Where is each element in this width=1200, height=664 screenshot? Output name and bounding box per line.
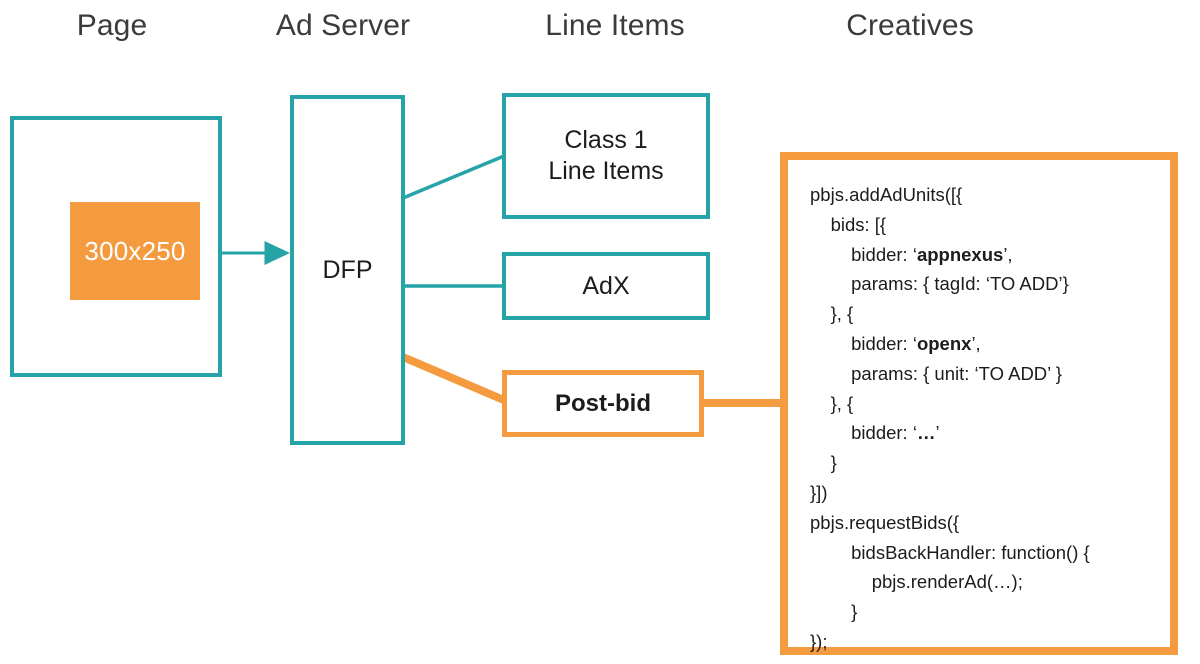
column-header-creatives: Creatives	[846, 9, 974, 42]
code-token: bids: [{	[830, 213, 887, 235]
line-item-box-post-bid: Post-bid	[502, 370, 704, 437]
column-header-ad-server: Ad Server	[275, 9, 411, 42]
code-line: pbjs.requestBids({	[810, 508, 1164, 538]
code-token: pbjs.requestBids({	[810, 511, 960, 533]
code-token: }	[851, 601, 858, 623]
code-token: }])	[810, 481, 828, 503]
code-token: params: { tagId: ‘TO ADD’}	[851, 273, 1069, 295]
code-line: pbjs.addAdUnits([{	[810, 180, 1164, 210]
code-line: bidder: ‘appnexus’,	[810, 240, 1164, 270]
code-line: pbjs.renderAd(…);	[810, 567, 1164, 597]
code-token: bidder: ‘	[851, 243, 917, 265]
code-token: bidder: ‘	[851, 422, 917, 444]
code-token-bold: …	[916, 422, 936, 444]
code-line: params: { tagId: ‘TO ADD’}	[810, 269, 1164, 299]
ad-server-label: DFP	[322, 255, 373, 284]
code-token: });	[810, 630, 828, 652]
code-token: ’	[935, 422, 940, 444]
code-line: bids: [{	[810, 210, 1164, 240]
code-line: }	[810, 597, 1164, 627]
connector-dfp-to-postbid	[401, 353, 508, 405]
code-token: pbjs.addAdUnits([{	[810, 184, 963, 205]
line-item-class1-label-line1: Class 1	[564, 126, 648, 154]
line-item-box-adx: AdX	[502, 252, 710, 320]
column-header-page: Page	[76, 9, 148, 42]
code-token: }, {	[830, 303, 854, 325]
code-line: }])	[810, 478, 1164, 508]
creatives-code-panel: pbjs.addAdUnits([{ bids: [{ bidder: ‘app…	[780, 152, 1178, 655]
code-token: }, {	[830, 392, 854, 414]
code-token-bold: openx	[916, 332, 972, 354]
creatives-code-text: pbjs.addAdUnits([{ bids: [{ bidder: ‘app…	[810, 180, 1164, 657]
code-line: }	[810, 448, 1164, 478]
ad-slot-label: 300x250	[84, 236, 186, 266]
connector-dfp-to-class1	[402, 154, 505, 200]
code-token: ’,	[1003, 243, 1013, 265]
code-token: bidder: ‘	[851, 332, 917, 354]
ad-slot-300x250: 300x250	[70, 202, 200, 300]
line-item-adx-label: AdX	[582, 271, 630, 300]
column-header-line-items: Line Items	[545, 9, 685, 42]
code-line: }, {	[810, 299, 1164, 329]
line-item-class1-label-line2: Line Items	[548, 157, 664, 185]
line-item-post-bid-label: Post-bid	[555, 390, 651, 417]
code-line: }, {	[810, 389, 1164, 419]
code-token: ’,	[971, 332, 981, 354]
code-token: }	[830, 452, 837, 474]
code-line: params: { unit: ‘TO ADD’ }	[810, 359, 1164, 389]
ad-server-box-dfp: DFP	[290, 95, 405, 445]
code-token: params: { unit: ‘TO ADD’ }	[851, 362, 1062, 384]
code-line: bidsBackHandler: function() {	[810, 538, 1164, 568]
code-line: bidder: ‘…’	[810, 418, 1164, 448]
code-line: });	[810, 627, 1164, 657]
code-line: bidder: ‘openx’,	[810, 329, 1164, 359]
code-token: bidsBackHandler: function() {	[851, 541, 1090, 563]
line-item-class1-label: Class 1 Line Items	[548, 125, 663, 187]
line-item-box-class1: Class 1 Line Items	[502, 93, 710, 219]
code-token: pbjs.renderAd(…);	[871, 571, 1023, 593]
code-token-bold: appnexus	[916, 243, 1004, 265]
